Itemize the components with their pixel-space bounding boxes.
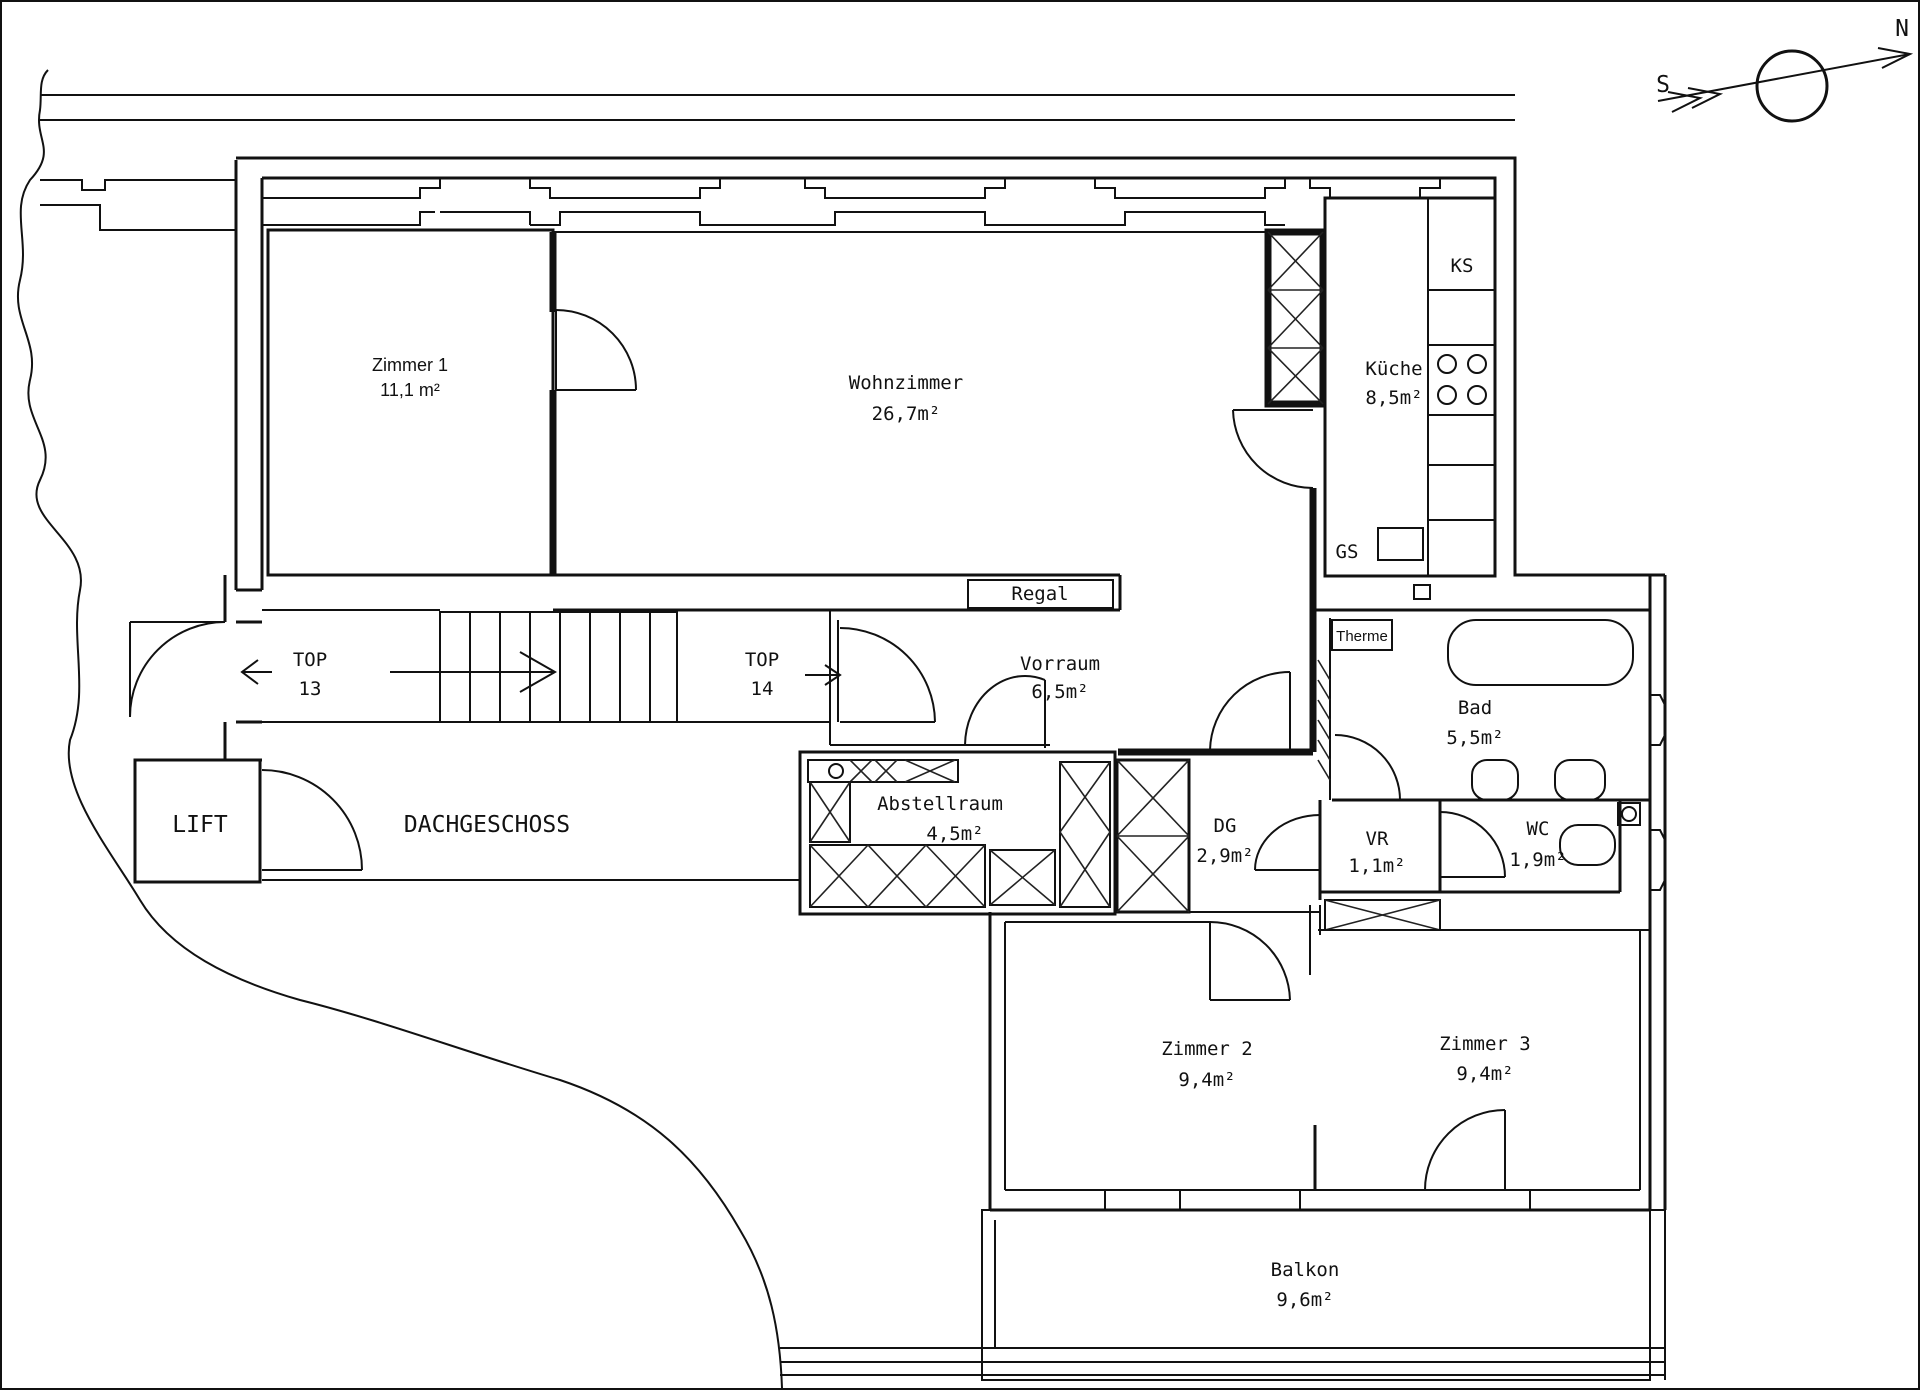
bathtub <box>1447 619 1634 686</box>
door-swing[interactable] <box>129 621 226 718</box>
room-kueche-area: 8,5m² <box>1365 387 1422 409</box>
room-abstellraum: Abstellraum 4,5m² <box>798 750 1117 916</box>
door-swing[interactable] <box>1439 811 1506 878</box>
stove-burner <box>1437 385 1457 405</box>
room-balkon: Balkon 9,6m² <box>780 1209 1666 1381</box>
room-zimmer2-name: Zimmer 2 <box>1161 1038 1253 1060</box>
room-zimmer1-name: Zimmer 1 <box>372 355 448 375</box>
door-swing[interactable] <box>1209 921 1291 1001</box>
dachgeschoss-label: DACHGESCHOSS <box>404 812 570 838</box>
door-swing[interactable] <box>1232 409 1314 489</box>
compass-n-label: N <box>1895 16 1909 42</box>
door-swing[interactable] <box>261 769 363 871</box>
room-dg-area: 2,9m² <box>1196 845 1253 867</box>
room-vr-wc: VR 1,1m² WC 1,9m² <box>1318 800 1666 931</box>
door-swing[interactable] <box>555 309 637 391</box>
room-balkon-area: 9,6m² <box>1276 1289 1333 1311</box>
room-abstellraum-area: 4,5m² <box>926 823 983 845</box>
room-zimmer1-area: 11,1 m² <box>380 380 440 400</box>
door-swing[interactable] <box>1209 671 1291 751</box>
room-zimmer3-area: 9,4m² <box>1456 1063 1513 1085</box>
top14-line1: TOP <box>745 649 779 671</box>
top14-line2: 14 <box>751 678 774 700</box>
compass-circle <box>1755 49 1829 123</box>
room-vorraum-area: 6,5m² <box>1031 681 1088 703</box>
gs-label: GS <box>1336 541 1359 563</box>
compass-south-feather <box>1667 91 1704 113</box>
washbasin <box>1554 759 1606 801</box>
stairwell: TOP 13 TOP 14 <box>129 575 936 762</box>
cabinet <box>1264 228 1327 408</box>
regal-box <box>967 579 1114 609</box>
compass-north-arrow <box>1877 47 1914 69</box>
top13-line1: TOP <box>293 649 327 671</box>
compass-south-feather-2 <box>1687 87 1724 109</box>
room-balkon-name: Balkon <box>1271 1259 1340 1281</box>
therme-label: Therme <box>1336 628 1388 645</box>
stove-burner <box>1437 354 1457 374</box>
lift: LIFT DACHGESCHOSS <box>133 758 800 884</box>
top13-line2: 13 <box>299 678 322 700</box>
compass: S N <box>1656 16 1914 123</box>
room-wc-name: WC <box>1527 818 1550 840</box>
lift-label: LIFT <box>172 812 228 838</box>
ks-label: KS <box>1451 255 1474 277</box>
room-bad-name: Bad <box>1458 697 1492 719</box>
door-swing[interactable] <box>964 675 1046 746</box>
room-kueche-name: Küche <box>1365 358 1422 380</box>
roof-edge <box>40 94 1515 231</box>
room-dg-name: DG <box>1214 815 1237 837</box>
room-vorraum: Vorraum 6,5m² <box>830 653 1313 756</box>
meter-box <box>1413 584 1431 600</box>
room-vorraum-name: Vorraum <box>1020 653 1100 675</box>
door-swing[interactable] <box>839 627 936 723</box>
room-wohnzimmer-area: 26,7m² <box>872 403 941 425</box>
room-wohnzimmer: Regal Wohnzimmer 26,7m² <box>553 228 1327 752</box>
regal-label: Regal <box>1011 583 1068 605</box>
washbasin <box>1471 759 1519 801</box>
door-swing[interactable] <box>1334 734 1401 801</box>
room-zimmer2-area: 9,4m² <box>1178 1069 1235 1091</box>
room-wc-area: 1,9m² <box>1509 849 1566 871</box>
window-niches <box>262 178 1441 226</box>
toilet <box>1559 824 1616 866</box>
terrain-outline <box>17 69 783 1389</box>
sink <box>1377 527 1424 561</box>
stove-burner <box>1467 385 1487 405</box>
room-dg: DG 2,9m² <box>1115 751 1321 914</box>
room-zimmer3-name: Zimmer 3 <box>1439 1033 1531 1055</box>
compass-axis <box>1657 53 1911 102</box>
therme-box <box>1331 619 1393 651</box>
compass-s-label: S <box>1656 72 1670 98</box>
room-wohnzimmer-name: Wohnzimmer <box>849 372 963 394</box>
room-zimmer1: Zimmer 1 11,1 m² <box>266 228 637 577</box>
room-abstellraum-name: Abstellraum <box>877 793 1003 815</box>
room-zimmer2-3: Zimmer 2 9,4m² Zimmer 3 9,4m² <box>988 905 1650 1212</box>
room-vr-area: 1,1m² <box>1348 855 1405 877</box>
door-swing[interactable] <box>1424 1109 1506 1191</box>
stove-burner <box>1467 354 1487 374</box>
room-vr-name: VR <box>1366 828 1389 850</box>
door-swing[interactable] <box>1254 814 1321 871</box>
room-kueche: KS GS Küche 8,5m² <box>1323 196 1497 600</box>
room-bad-area: 5,5m² <box>1446 727 1503 749</box>
room-bad: Therme Bad 5,5m² <box>1315 608 1666 802</box>
